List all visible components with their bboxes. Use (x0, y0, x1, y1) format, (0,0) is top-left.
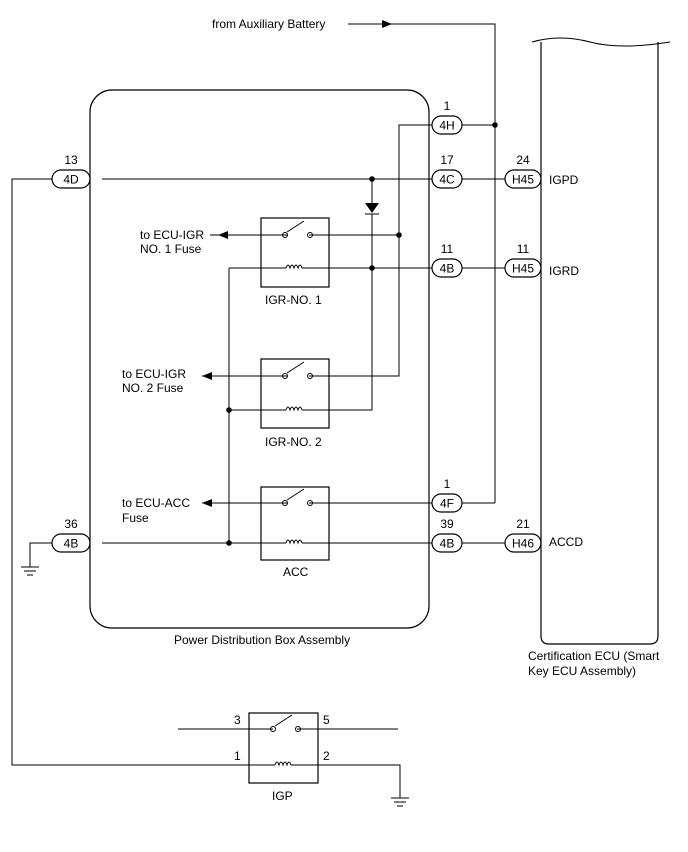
to-igr2-label-1: to ECU-IGR (122, 367, 186, 381)
igr2-feed-wire (309, 124, 432, 377)
relay-igp (248, 712, 319, 784)
ground-icon (391, 797, 409, 807)
svg-text:4B: 4B (440, 262, 455, 276)
svg-text:1: 1 (444, 477, 451, 491)
relay-acc-label: ACC (283, 565, 309, 579)
connector-4c: 4C 17 (431, 153, 463, 189)
diode-icon (365, 203, 379, 213)
ecu-label-line1: Certification ECU (Smart (528, 649, 660, 663)
relay-acc (260, 486, 330, 561)
to-igr1-label-1: to ECU-IGR (140, 228, 204, 242)
igp-coil-wire (11, 178, 249, 766)
igp-pin-5: 5 (323, 713, 330, 727)
svg-text:39: 39 (440, 517, 454, 531)
to-igr2-label-2: NO. 2 Fuse (122, 381, 184, 395)
svg-text:11: 11 (441, 242, 454, 256)
connector-4f: 4F 1 (431, 477, 463, 513)
to-igr1-label-2: NO. 1 Fuse (140, 242, 202, 256)
arrow-left-icon (202, 499, 212, 507)
svg-text:4B: 4B (440, 537, 455, 551)
aux-battery-wire (348, 23, 496, 503)
connector-h45-igpd: H45 24 (504, 153, 542, 189)
connector-4b-ground: 4B 36 (51, 517, 91, 553)
igpd-terminal-label: IGPD (549, 173, 579, 187)
arrow-right-icon (382, 20, 392, 28)
svg-text:13: 13 (64, 153, 78, 167)
relay-igp-label: IGP (272, 789, 293, 803)
connector-4b-igr: 4B 11 (431, 242, 463, 278)
svg-text:1: 1 (444, 99, 451, 113)
power-distribution-box (89, 89, 430, 629)
to-acc-label-1: to ECU-ACC (122, 496, 190, 510)
igp-pin-3: 3 (234, 713, 241, 727)
svg-text:4H: 4H (439, 119, 454, 133)
igp-pin-1: 1 (234, 749, 241, 763)
ecu-label-line2: Key ECU Assembly) (528, 664, 636, 678)
relay-igr-no1 (260, 217, 330, 288)
connector-4h: 4H 1 (431, 99, 463, 135)
igp-pin-2: 2 (323, 749, 330, 763)
junction-dot (226, 540, 232, 546)
igrd-terminal-label: IGRD (549, 264, 579, 278)
igr2-coil-wire (309, 214, 373, 411)
svg-text:21: 21 (516, 517, 530, 531)
arrow-left-icon (218, 231, 228, 239)
connector-4d: 4D 13 (51, 153, 91, 189)
relay-igr2-label: IGR-NO. 2 (265, 435, 322, 449)
svg-text:24: 24 (516, 153, 530, 167)
connector-4b-acc: 4B 39 (431, 517, 463, 553)
svg-text:H45: H45 (512, 173, 534, 187)
accd-terminal-label: ACCD (549, 535, 583, 549)
pdb-label: Power Distribution Box Assembly (174, 633, 350, 647)
arrow-left-icon (202, 372, 212, 380)
svg-text:H45: H45 (512, 262, 534, 276)
svg-text:36: 36 (64, 517, 78, 531)
certification-ecu (531, 37, 671, 645)
svg-text:4C: 4C (439, 173, 455, 187)
svg-text:17: 17 (440, 153, 454, 167)
relay-igr1-label: IGR-NO. 1 (265, 293, 322, 307)
svg-text:H46: H46 (512, 537, 534, 551)
svg-text:4D: 4D (63, 173, 79, 187)
to-acc-label-2: Fuse (122, 511, 149, 525)
svg-text:4F: 4F (440, 497, 454, 511)
svg-text:11: 11 (517, 242, 530, 256)
connector-h45-igrd: H45 11 (504, 242, 542, 278)
connector-h46-accd: H46 21 (504, 517, 542, 553)
ground-icon (21, 566, 39, 576)
aux-battery-label: from Auxiliary Battery (212, 17, 325, 31)
svg-text:4B: 4B (64, 537, 79, 551)
relay-igr-no2 (260, 358, 330, 429)
